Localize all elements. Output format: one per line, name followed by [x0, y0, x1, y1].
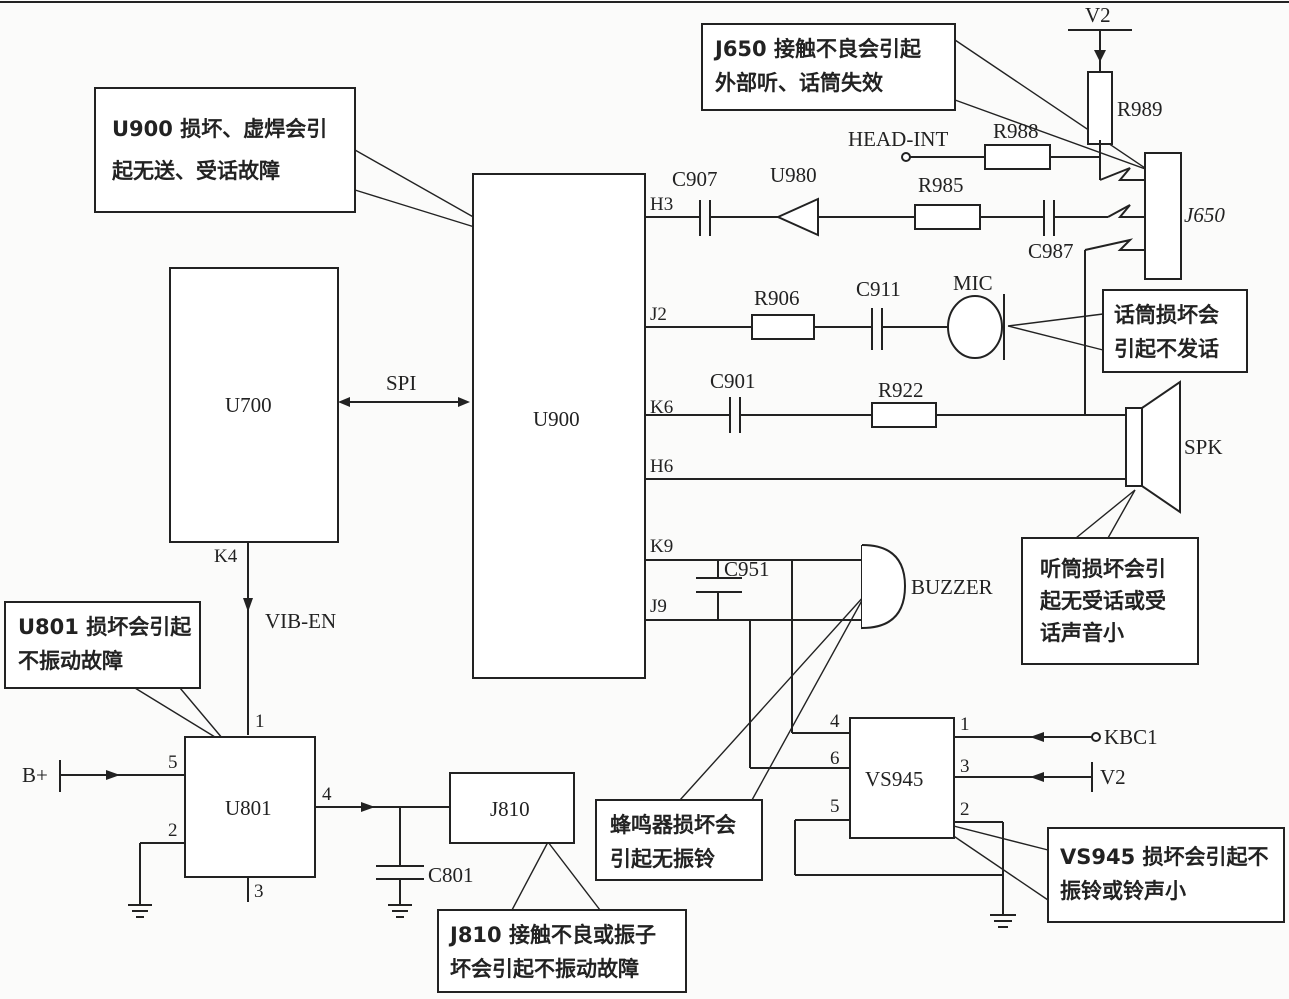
svg-text:5: 5 [168, 752, 178, 773]
svg-text:U980: U980 [770, 163, 817, 187]
svg-text:J810 接触不良或振子: J810 接触不良或振子 [448, 923, 656, 947]
svg-text:1: 1 [960, 714, 970, 735]
svg-text:MIC: MIC [953, 271, 993, 295]
note-buzzer: 蜂鸣器损坏会 引起无振铃 [595, 594, 866, 881]
buzzer-circuit: K9 J9 C951 BUZZER [645, 536, 993, 769]
svg-text:听筒损坏会引: 听筒损坏会引 [1040, 557, 1166, 581]
h3-line: H3 C907 U980 R985 C987 [645, 163, 1145, 263]
svg-text:C801: C801 [428, 863, 474, 887]
svg-text:3: 3 [254, 881, 264, 902]
u801-chip: U801 1 5 2 3 4 [128, 711, 332, 918]
svg-text:6: 6 [830, 748, 840, 769]
svg-text:VS945 损坏会引起不: VS945 损坏会引起不 [1060, 845, 1269, 869]
svg-text:SPK: SPK [1184, 435, 1223, 459]
svg-text:H6: H6 [650, 456, 673, 477]
vib-en-line: K4 VIB-EN [214, 542, 336, 735]
svg-text:1: 1 [255, 711, 265, 732]
svg-text:起无送、受话故障: 起无送、受话故障 [111, 159, 280, 183]
svg-text:K4: K4 [214, 546, 238, 567]
note-j810: J810 接触不良或振子 坏会引起不振动故障 [437, 841, 687, 993]
svg-text:SPI: SPI [386, 371, 416, 395]
j2-line: J2 R906 C911 MIC [645, 271, 1005, 360]
note-mic: 话筒损坏会 引起不发话 [1007, 289, 1248, 373]
svg-text:U900: U900 [533, 407, 580, 431]
svg-text:K9: K9 [650, 536, 673, 557]
svg-text:KBC1: KBC1 [1104, 725, 1158, 749]
svg-text:R989: R989 [1117, 97, 1163, 121]
svg-text:K6: K6 [650, 397, 673, 418]
svg-text:R988: R988 [993, 119, 1039, 143]
svg-text:5: 5 [830, 796, 840, 817]
svg-text:2: 2 [960, 799, 970, 820]
v2-r989: V2 R989 [1068, 3, 1163, 145]
svg-text:V2: V2 [1100, 765, 1126, 789]
svg-text:蜂鸣器损坏会: 蜂鸣器损坏会 [610, 813, 736, 837]
svg-text:U900 损坏、虚焊会引: U900 损坏、虚焊会引 [112, 117, 327, 141]
svg-text:起无受话或受: 起无受话或受 [1039, 589, 1166, 613]
svg-text:J650 接触不良会引起: J650 接触不良会引起 [713, 37, 922, 61]
svg-text:话声音小: 话声音小 [1040, 621, 1124, 645]
svg-text:J2: J2 [650, 304, 667, 325]
svg-text:坏会引起不振动故障: 坏会引起不振动故障 [450, 957, 639, 981]
svg-text:R922: R922 [878, 378, 924, 402]
j810-circuit: J810 C801 [315, 772, 575, 918]
svg-text:U700: U700 [225, 393, 272, 417]
svg-text:J810: J810 [490, 797, 530, 821]
svg-text:H3: H3 [650, 194, 673, 215]
j650-connector: J650 [1084, 152, 1225, 415]
svg-text:C907: C907 [672, 167, 718, 191]
svg-text:引起不发话: 引起不发话 [1114, 337, 1219, 361]
head-int-line: HEAD-INT R988 [848, 119, 1145, 181]
note-u801: U801 损坏会引起 不振动故障 [4, 601, 229, 746]
svg-text:R906: R906 [754, 286, 800, 310]
h6-line: H6 [645, 456, 1128, 480]
svg-text:V2: V2 [1085, 3, 1111, 27]
svg-text:U801 损坏会引起: U801 损坏会引起 [18, 615, 192, 639]
svg-text:VIB-EN: VIB-EN [265, 609, 336, 633]
svg-text:不振动故障: 不振动故障 [18, 649, 123, 673]
svg-text:BUZZER: BUZZER [911, 575, 993, 599]
svg-text:C987: C987 [1028, 239, 1074, 263]
svg-text:引起无振铃: 引起无振铃 [610, 847, 715, 871]
note-j650: J650 接触不良会引起 外部听、话筒失效 [701, 23, 1149, 171]
svg-text:2: 2 [168, 820, 178, 841]
note-spk: 听筒损坏会引 起无受话或受 话声音小 [1021, 489, 1199, 665]
svg-text:J9: J9 [650, 596, 667, 617]
svg-text:C911: C911 [856, 277, 901, 301]
svg-text:HEAD-INT: HEAD-INT [848, 127, 948, 151]
svg-text:外部听、话筒失效: 外部听、话筒失效 [715, 71, 883, 95]
svg-text:话筒损坏会: 话筒损坏会 [1114, 303, 1219, 327]
note-u900: U900 损坏、虚焊会引 起无送、受话故障 [94, 87, 529, 249]
svg-text:B+: B+ [22, 763, 48, 787]
u900-chip: U900 [472, 173, 646, 679]
svg-text:VS945: VS945 [865, 767, 923, 791]
u700-chip: U700 [169, 267, 339, 543]
svg-text:3: 3 [960, 756, 970, 777]
note-vs945: VS945 损坏会引起不 振铃或铃声小 [929, 819, 1285, 923]
svg-text:J650: J650 [1184, 203, 1225, 227]
k6-line: K6 C901 R922 [645, 369, 1128, 433]
spi-bus: SPI [338, 371, 470, 407]
vs945-chip: VS945 4 6 5 1 3 2 KBC1 V2 [794, 711, 1158, 928]
svg-text:C901: C901 [710, 369, 756, 393]
svg-text:U801: U801 [225, 796, 272, 820]
bplus-input: B+ [22, 760, 185, 792]
svg-text:C951: C951 [724, 557, 770, 581]
svg-text:4: 4 [322, 784, 332, 805]
spk-speaker: SPK [1125, 380, 1223, 514]
svg-text:R985: R985 [918, 173, 964, 197]
svg-text:4: 4 [830, 711, 840, 732]
svg-text:振铃或铃声小: 振铃或铃声小 [1060, 879, 1186, 903]
